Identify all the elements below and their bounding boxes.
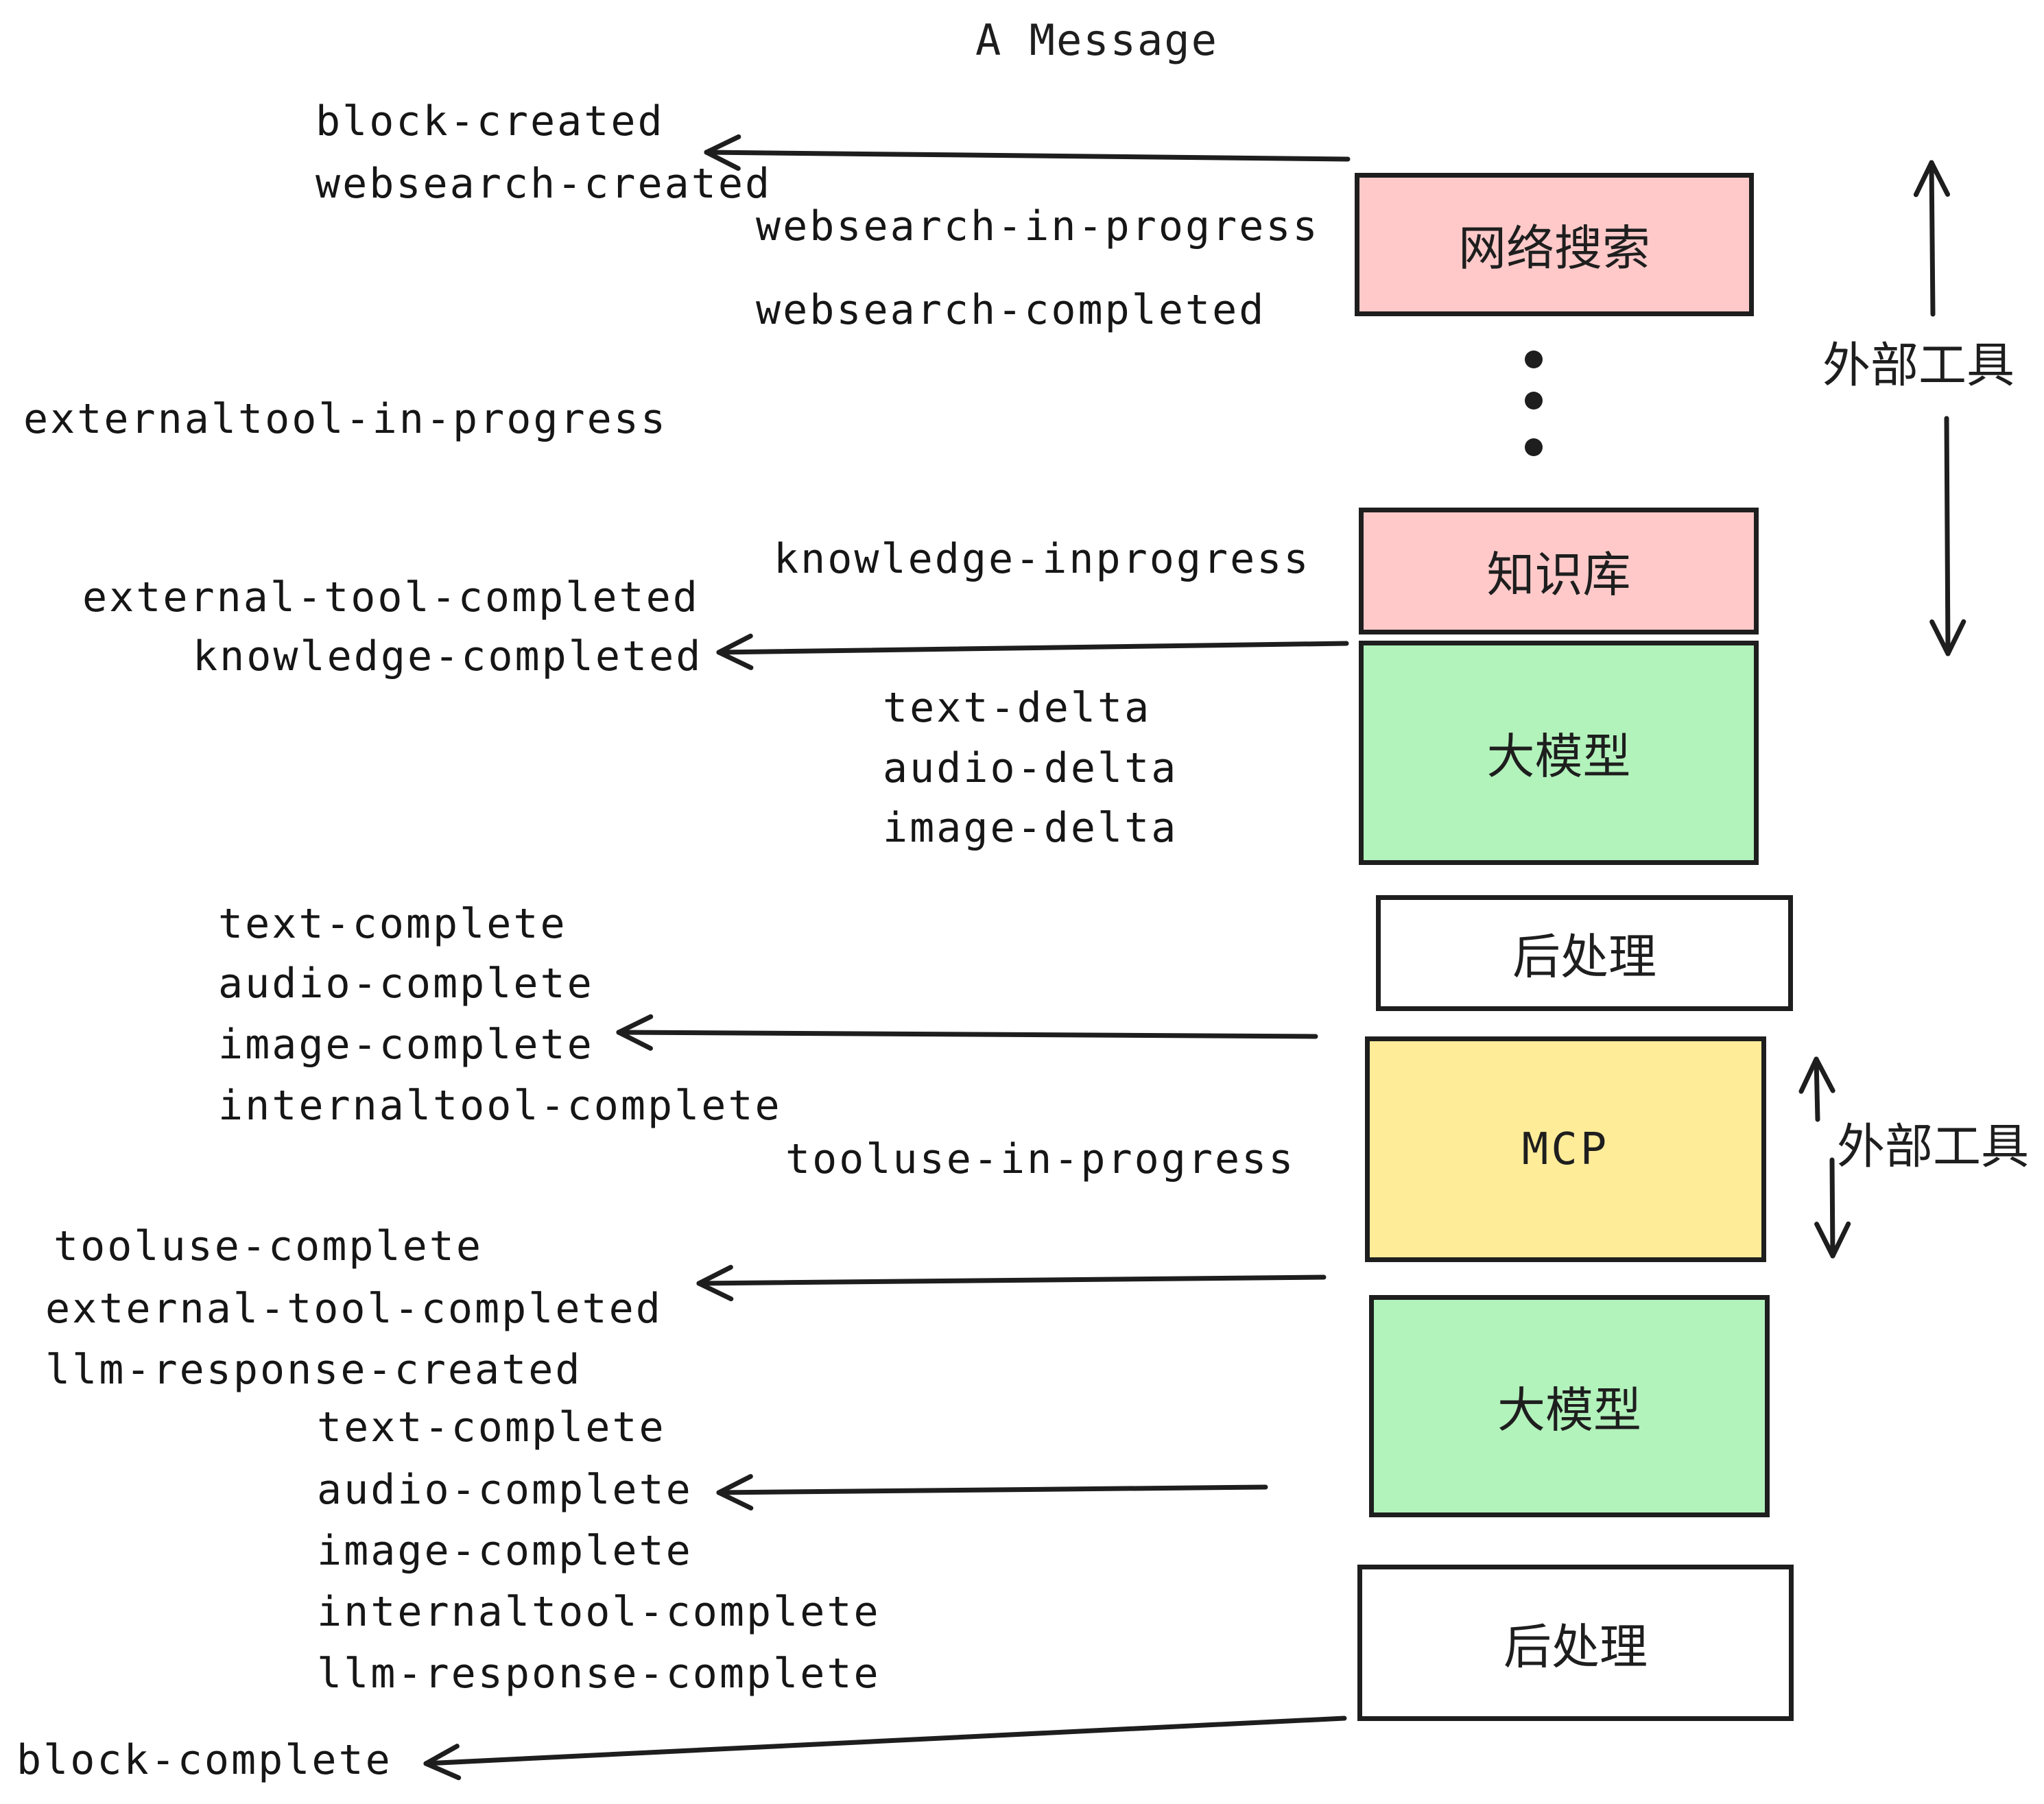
arrow-postprocess1-to-complete-events-head: [616, 1014, 654, 1035]
arrow-mcp-to-tooluse-complete-events: [696, 1274, 1327, 1286]
external-tools-1-arrow-up-head: [1929, 160, 1951, 197]
ellipsis-dot: [1525, 351, 1543, 368]
external-tools-1-arrow-down-head: [1945, 619, 1966, 656]
arrow-llm2-to-complete-events-head: [716, 1490, 754, 1511]
arrow-knowledge-to-completed-events: [716, 641, 1349, 655]
box-label: 后处理: [1504, 1618, 1648, 1675]
external-tools-2-arrow-down: [1829, 1157, 1835, 1259]
box-label: 网络搜索: [1458, 220, 1650, 276]
event-label: audio-delta: [883, 744, 1178, 792]
arrow-llm2-to-complete-events-head: [716, 1473, 753, 1495]
event-label: audio-complete: [218, 960, 594, 1008]
arrow-postprocess2-to-block-complete: [423, 1716, 1347, 1766]
box-knowledge: 知识库: [1359, 508, 1759, 634]
event-label: externaltool-in-progress: [23, 395, 667, 443]
event-label: image-delta: [883, 804, 1178, 852]
box-label: 知识库: [1486, 547, 1631, 603]
arrow-llm2-to-complete-events: [716, 1484, 1268, 1495]
external-tools-label-1: 外部工具: [1822, 337, 2015, 394]
event-label: knowledge-completed: [193, 632, 703, 680]
ellipsis-dot: [1525, 438, 1543, 456]
event-label: text-complete: [317, 1403, 666, 1451]
ellipsis-dot: [1525, 392, 1543, 410]
external-tools-2-arrow-up-head: [1814, 1056, 1835, 1093]
event-label: websearch-in-progress: [756, 202, 1320, 250]
arrow-websearch-to-created-events-head: [704, 134, 741, 155]
box-label: 大模型: [1486, 728, 1631, 785]
external-tools-1-arrow-down: [1944, 416, 1951, 656]
event-label: internaltool-complete: [317, 1588, 881, 1636]
event-label: image-complete: [317, 1527, 693, 1575]
box-postprocess-2: 后处理: [1357, 1565, 1794, 1721]
arrow-mcp-to-tooluse-complete-events-head: [696, 1281, 734, 1302]
arrow-postprocess1-to-complete-events-head: [616, 1030, 653, 1051]
external-tools-2-arrow-down-head: [1814, 1222, 1835, 1259]
event-label: tooluse-complete: [54, 1222, 483, 1270]
arrow-postprocess2-to-block-complete-head: [423, 1744, 460, 1766]
event-label: websearch-created: [316, 160, 772, 208]
event-label: tooluse-in-progress: [785, 1135, 1296, 1183]
box-label: 后处理: [1512, 929, 1656, 985]
event-label: llm-response-complete: [317, 1650, 881, 1698]
event-label: text-delta: [883, 684, 1152, 732]
diagram-title: A Message: [975, 15, 1218, 65]
external-tools-2-arrow-down-head: [1830, 1221, 1851, 1259]
event-label: websearch-completed: [756, 286, 1266, 334]
event-label: audio-complete: [317, 1466, 693, 1514]
event-label: external-tool-completed: [82, 573, 700, 621]
external-tools-2-arrow-up-head: [1798, 1056, 1819, 1094]
external-tools-1-arrow-up: [1929, 160, 1936, 317]
external-tools-2-arrow-up: [1814, 1056, 1820, 1122]
arrow-knowledge-to-completed-events-head: [716, 650, 754, 670]
box-postprocess-1: 后处理: [1376, 895, 1793, 1011]
box-label: MCP: [1521, 1124, 1610, 1175]
external-tools-label-2: 外部工具: [1837, 1118, 2029, 1175]
box-llm-2: 大模型: [1369, 1295, 1770, 1517]
arrow-knowledge-to-completed-events-head: [716, 633, 753, 655]
event-label: block-created: [316, 97, 665, 145]
external-tools-1-arrow-up-head: [1913, 160, 1934, 198]
arrow-websearch-to-created-events: [704, 150, 1351, 162]
arrow-postprocess2-to-block-complete-head: [423, 1761, 462, 1781]
box-mcp: MCP: [1365, 1036, 1766, 1262]
event-label: internaltool-complete: [218, 1082, 782, 1130]
event-label: external-tool-completed: [45, 1285, 663, 1333]
arrow-postprocess1-to-complete-events: [616, 1030, 1318, 1039]
event-label: llm-response-created: [45, 1346, 582, 1394]
box-websearch: 网络搜索: [1355, 173, 1754, 316]
event-label: text-complete: [218, 900, 567, 948]
external-tools-1-arrow-down-head: [1929, 619, 1951, 656]
arrow-mcp-to-tooluse-complete-events-head: [696, 1264, 733, 1286]
event-label: block-complete: [16, 1736, 392, 1784]
event-label: knowledge-inprogress: [774, 535, 1311, 583]
event-label: image-complete: [218, 1021, 594, 1069]
box-label: 大模型: [1497, 1381, 1641, 1438]
box-llm-1: 大模型: [1359, 641, 1759, 865]
